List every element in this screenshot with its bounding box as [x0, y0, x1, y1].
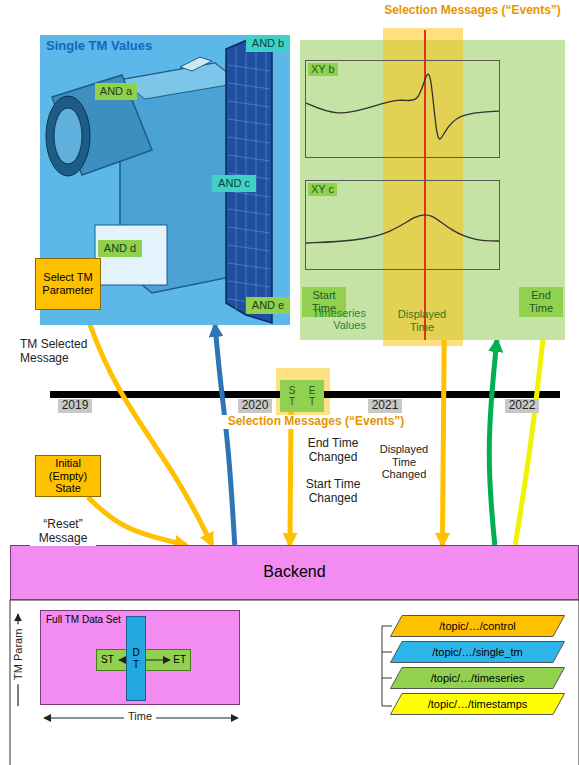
topic-box-text: /topic/…/single_tm: [432, 646, 522, 659]
timeseries-panel: XY bXY cStart TimeDisplayed TimeEnd Time…: [300, 40, 565, 340]
action-box: Select TM Parameter: [35, 258, 101, 310]
message-arrow: [88, 497, 187, 545]
value-tag-text: AND b: [252, 37, 284, 50]
annotation-text: End Time Changed: [300, 437, 366, 465]
year-tick: 2019: [58, 399, 92, 413]
top-unit: [180, 57, 212, 71]
value-tag-text: AND e: [252, 299, 284, 312]
telescope-lens: [54, 108, 82, 164]
time-tag-text: End Time: [521, 289, 561, 314]
timeseries-curve: [306, 74, 499, 139]
annotation-text: Selection Messages (“Events”): [198, 415, 434, 429]
topic-box: /topic/…/single_tm: [390, 641, 565, 663]
topic-box-text: /topic/…/timestamps: [428, 698, 528, 711]
time-tag: Displayed Time: [385, 305, 459, 337]
panel-grid: [228, 209, 270, 215]
value-tag-text: AND d: [104, 242, 136, 255]
annotation-text: TM Selected Message: [20, 338, 92, 366]
annotation-text: “Reset” Message: [30, 518, 96, 546]
value-tag: AND a: [95, 83, 137, 100]
panel-grid: [228, 281, 270, 287]
topic-outline: [391, 616, 565, 637]
panel-grid: [228, 119, 270, 125]
panel-grid: [228, 155, 270, 161]
panel-grid: [228, 101, 270, 107]
topic-outline: [391, 642, 565, 663]
chart-box: XY b: [305, 60, 500, 158]
range-box-text: E T: [308, 385, 316, 408]
chart-box-text: XY b: [308, 63, 338, 76]
annotation-text: Time: [124, 710, 156, 723]
value-tag-text: AND c: [218, 177, 250, 190]
panel-grid: [228, 137, 270, 143]
panel-grid: [228, 83, 270, 89]
st-et-bar-text: ET: [173, 654, 186, 666]
topic-bracket: [382, 626, 392, 706]
telescope-aperture: [46, 96, 90, 176]
panel-grid: [228, 263, 270, 269]
panel-grid: [266, 47, 267, 313]
message-arrow: [442, 337, 444, 545]
message-arrow: [85, 310, 212, 545]
time-tag-text: Displayed Time: [387, 308, 457, 333]
dt-bar: D T: [126, 616, 146, 701]
topic-box: /topic/…/timeseries: [390, 667, 565, 689]
timeseries-panel-text: Timeseries Values: [304, 307, 366, 332]
message-arrow: [515, 317, 545, 545]
value-tag: AND c: [212, 175, 256, 192]
year-tick: 2020: [238, 399, 272, 413]
range-box: S TE T: [280, 380, 324, 412]
range-box-text: S T: [288, 385, 296, 408]
timeseries-curve: [306, 215, 499, 243]
value-tag-text: AND a: [100, 85, 132, 98]
topic-box: /topic/…/control: [390, 615, 565, 637]
state-box: Initial (Empty) State: [35, 455, 101, 497]
topic-box-text: /topic/…/timeseries: [431, 672, 525, 685]
time-tag: End Time: [519, 287, 563, 317]
action-box-text: Select TM Parameter: [38, 271, 98, 296]
message-arrow: [489, 340, 497, 545]
annotation-text: Selection Messages (“Events”): [375, 4, 570, 18]
displayed-time-band: [383, 28, 463, 346]
backend-band-text: Backend: [263, 563, 325, 581]
lower-panel: [10, 600, 579, 765]
value-tag: AND b: [246, 35, 290, 52]
year-tick: 2021: [368, 399, 402, 413]
year-tick: 2022: [505, 399, 539, 413]
band-fill: [383, 28, 463, 346]
st-et-bar-text: ST: [101, 654, 114, 666]
value-tag: AND d: [98, 240, 142, 257]
state-box-text: Initial (Empty) State: [38, 457, 98, 495]
body-top: [120, 63, 240, 99]
message-arrow: [215, 325, 235, 545]
value-tag: AND e: [246, 297, 290, 314]
topic-box-text: /topic/…/control: [439, 620, 515, 633]
dt-bar-text: D T: [132, 647, 140, 670]
equipment-box: [95, 225, 167, 285]
dataset-box-text: Full TM Data Set: [46, 614, 121, 626]
panel-grid: [228, 245, 270, 251]
range-arrow: [119, 659, 170, 660]
chart-box-text: XY c: [308, 183, 337, 196]
chart-box: XY c: [305, 180, 500, 270]
message-arrow: [290, 412, 291, 545]
panel-grid: [228, 227, 270, 233]
annotation-text: TM Param: [12, 624, 25, 684]
topic-outline: [391, 668, 565, 689]
telescope-tube: [52, 75, 152, 175]
tm-panel-text: Single TM Values: [46, 39, 152, 54]
annotation-text: Start Time Changed: [300, 478, 366, 506]
dataset-box: D T ST ET Full TM Data Set: [40, 610, 240, 705]
topic-outline: [391, 694, 565, 715]
panel-grid: [228, 65, 270, 71]
annotation-text: Displayed Time Changed: [374, 443, 434, 481]
backend-band: Backend: [10, 545, 579, 600]
topic-box: /topic/…/timestamps: [390, 693, 565, 715]
